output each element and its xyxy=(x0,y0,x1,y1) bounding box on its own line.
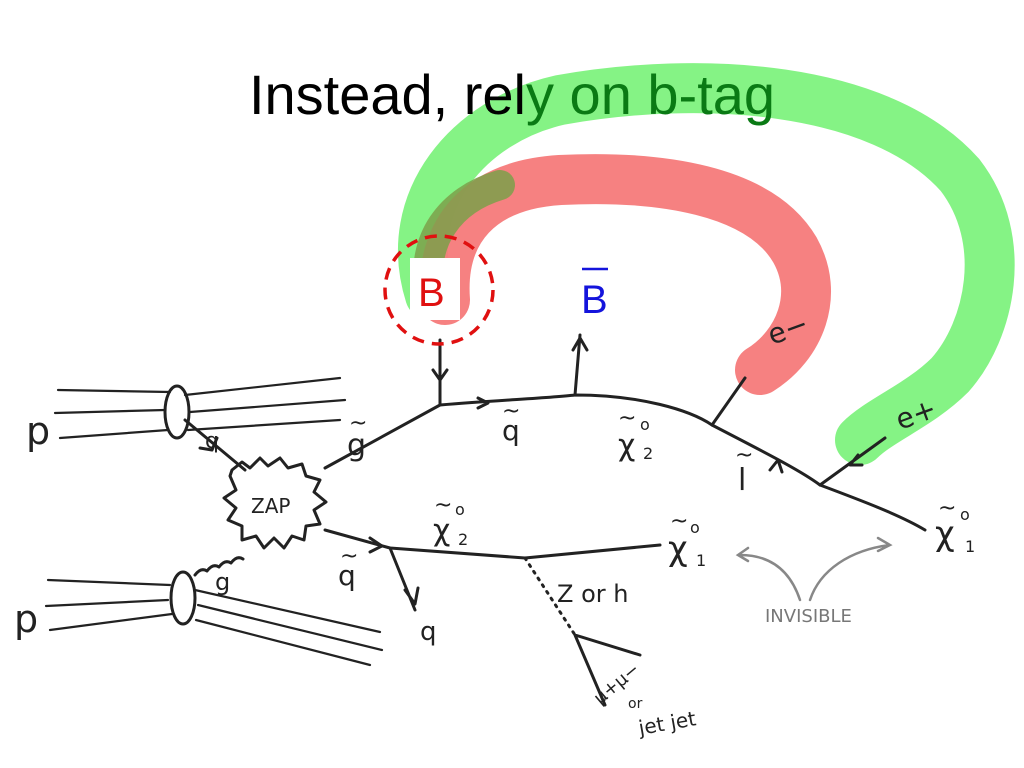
label-neutralino2-top: χ xyxy=(618,428,635,463)
tilde-neutralino2-bottom: ~ xyxy=(434,493,452,518)
tilde-neutralino2-top: ~ xyxy=(618,406,636,431)
sup-neutralino2-bottom: o xyxy=(455,500,465,519)
green-highlight-band xyxy=(397,63,1015,465)
tilde-neutralino1-right: ~ xyxy=(938,496,956,521)
b-callout-circle xyxy=(383,234,495,346)
sub-neutralino2-top: 2 xyxy=(643,444,653,463)
sub-neutralino2-bottom: 2 xyxy=(458,530,468,549)
label-p-top: p xyxy=(26,409,50,453)
sup-neutralino-top: o xyxy=(640,415,650,434)
sub-neutralino1-bottom: 1 xyxy=(696,551,706,570)
label-slepton: l xyxy=(738,463,746,498)
tilde-squark-top: ~ xyxy=(502,399,520,424)
label-jetjet: jet jet xyxy=(636,706,698,740)
tilde-squark-bottom: ~ xyxy=(340,544,358,569)
label-squark-bottom: q xyxy=(338,559,356,592)
tilde-slepton: ~ xyxy=(735,443,753,468)
proton-bottom: p xyxy=(14,570,384,667)
b-callout-text: B xyxy=(418,271,445,315)
label-p-bottom: p xyxy=(14,597,38,641)
label-invisible: INVISIBLE xyxy=(765,606,852,627)
title-plain: Instead, rel xyxy=(248,63,526,126)
label-squark-top: q xyxy=(502,414,520,447)
sup-neutralino1-bottom: o xyxy=(690,518,700,537)
label-or: or xyxy=(628,696,643,712)
label-gluino: g xyxy=(347,428,366,463)
title-highlight: y on b-tag xyxy=(526,63,776,126)
label-zap: ZAP xyxy=(251,494,290,518)
label-neutralino1-bottom: χ xyxy=(668,529,688,569)
zap-blob xyxy=(222,456,328,550)
label-zorh: Z or h xyxy=(557,580,628,608)
label-neutralino1-right: χ xyxy=(935,514,955,554)
tilde-gluino: ~ xyxy=(349,411,367,436)
tilde-neutralino1-bottom: ~ xyxy=(670,509,688,534)
red-highlight-band xyxy=(419,154,831,395)
b-callout-box xyxy=(410,258,460,320)
label-q-out: q xyxy=(420,617,437,647)
sup-neutralino1-right: o xyxy=(960,505,970,524)
slide-title: Instead, rely on b-tag xyxy=(0,62,1024,127)
label-q-in: q xyxy=(205,429,219,454)
label-g-in: g xyxy=(215,568,230,596)
label-neutralino2-bottom: χ xyxy=(433,513,450,548)
bbar-callout-text: B xyxy=(581,278,608,322)
sub-neutralino1-right: 1 xyxy=(965,537,975,556)
proton-top: p xyxy=(26,376,347,453)
